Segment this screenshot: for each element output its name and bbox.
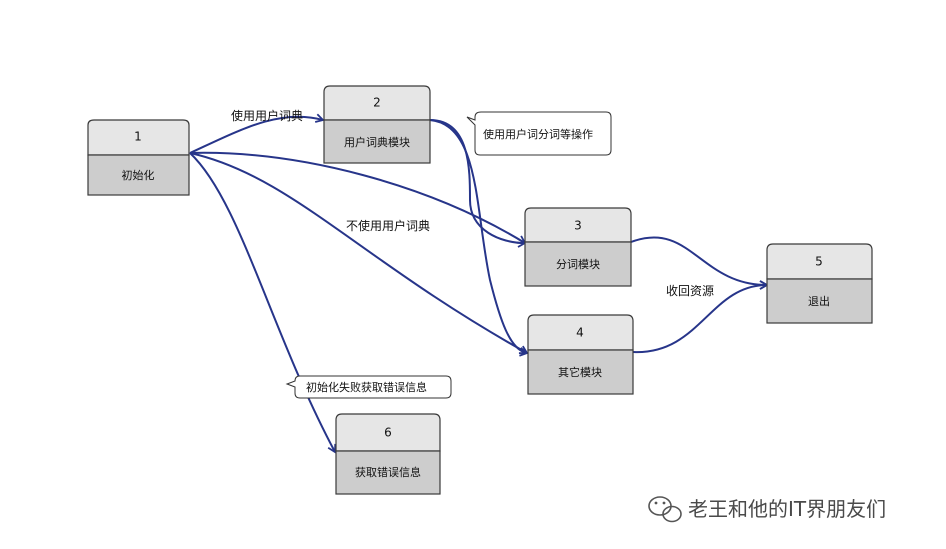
note-dict-usage-text: 使用用户词分词等操作 bbox=[483, 127, 593, 141]
note-init-failure: 初始化失败获取错误信息 bbox=[285, 375, 452, 399]
node-1: 1 初始化 bbox=[87, 119, 190, 196]
edge-4-to-5 bbox=[632, 280, 769, 354]
node-4-number: 4 bbox=[576, 326, 584, 340]
edge-label-no-dict: 不使用用户词典 bbox=[346, 218, 430, 233]
node-4: 4 其它模块 bbox=[527, 314, 634, 395]
note-dict-usage: 使用用户词分词等操作 bbox=[466, 111, 612, 156]
node-2-label: 用户词典模块 bbox=[344, 135, 410, 149]
wechat-icon bbox=[648, 496, 682, 523]
node-5: 5 退出 bbox=[766, 243, 873, 324]
edge-1-to-4 bbox=[189, 152, 529, 354]
watermark-text: 老王和他的IT界朋友们 bbox=[688, 497, 886, 521]
watermark: 老王和他的IT界朋友们 bbox=[648, 496, 886, 523]
edge-3-to-5 bbox=[630, 236, 769, 290]
node-3-number: 3 bbox=[574, 219, 582, 233]
node-6-label: 获取错误信息 bbox=[355, 465, 421, 479]
node-6: 6 获取错误信息 bbox=[335, 413, 441, 495]
edge-2-to-4 bbox=[429, 119, 529, 357]
node-2: 2 用户词典模块 bbox=[323, 85, 431, 164]
edge-1-to-2 bbox=[189, 113, 325, 154]
node-4-label: 其它模块 bbox=[558, 365, 602, 379]
node-1-label: 初始化 bbox=[122, 168, 155, 182]
node-1-number: 1 bbox=[134, 130, 142, 144]
node-3: 3 分词模块 bbox=[524, 207, 632, 287]
edge-label-use-dict: 使用用户词典 bbox=[231, 108, 303, 123]
edges bbox=[189, 113, 769, 454]
node-3-label: 分词模块 bbox=[556, 258, 600, 271]
edge-label-release: 收回资源 bbox=[666, 284, 714, 298]
node-2-number: 2 bbox=[373, 96, 381, 110]
node-6-number: 6 bbox=[384, 426, 392, 440]
edge-2-to-3 bbox=[429, 119, 527, 248]
edge-1-to-6 bbox=[189, 152, 337, 454]
node-5-label: 退出 bbox=[808, 294, 830, 308]
edge-1-to-3 bbox=[189, 151, 527, 244]
node-5-number: 5 bbox=[815, 255, 823, 269]
note-init-failure-text: 初始化失败获取错误信息 bbox=[306, 380, 427, 394]
